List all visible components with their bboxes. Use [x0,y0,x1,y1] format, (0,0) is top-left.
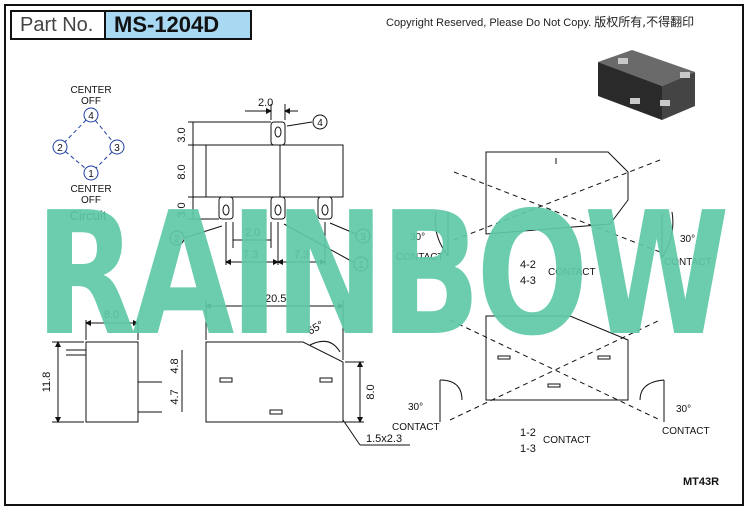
dim-front-height: 8.0 [365,384,377,399]
circuit-node-4-label: 4 [88,111,94,122]
circuit-node-3 [109,139,125,155]
top-view-labels: 2.0 3.0 8.0 3.0 2.0 7.3 7.3 4 2 3 1 [174,97,366,271]
dim-side-height: 11.8 [41,372,53,393]
contact-top-left-angle: 30° [410,232,425,243]
side-view-labels: 8.0 11.8 4.8 4.7 [41,309,181,405]
circuit-bottom-sub: OFF [81,195,101,206]
circuit-top-sub: OFF [81,96,101,107]
circuit-node-2 [52,139,68,155]
copyright-notice: Copyright Reserved, Please Do Not Copy. … [386,13,694,30]
contact-diagram-bottom [439,315,665,422]
dim-8-0: 8.0 [176,164,188,179]
contact-top-right-label: CONTACT [664,257,712,268]
contact-bottom-labels: 30° CONTACT 30° CONTACT 1-2 1-3 CONTACT [392,402,710,455]
contact-top-pair-label: CONTACT [548,267,596,278]
part-number-value: MS-1204D [104,12,250,38]
contact-bottom-left-label: CONTACT [392,422,440,433]
dim-7-3-left: 7.3 [243,249,258,261]
watermark-text: RAINBOW [35,176,726,374]
dim-top-2-0: 2.0 [258,97,273,109]
dim-4-8: 4.8 [169,358,181,373]
product-3d-image [598,50,695,120]
contact-top-pair-b: 4-3 [520,275,536,287]
callout-4: 4 [317,118,323,129]
circuit-bottom-label: CENTER [70,184,111,195]
part-number-box: Part No. MS-1204D [10,10,252,40]
dim-7-3-right: 7.3 [294,249,309,261]
contact-top-right-angle: 30° [680,234,695,245]
model-code: MT43R [683,476,720,488]
circuit-top-label: CENTER [70,85,111,96]
dim-front-slot: 1.5x2.3 [366,433,402,445]
sheet-border [4,4,744,506]
top-view [169,104,371,272]
circuit-node-4 [83,107,99,123]
contact-bottom-pair-a: 1-2 [520,427,536,439]
copyright-chinese: 版权所有,不得翻印 [594,15,695,29]
front-view [205,300,410,446]
side-view [52,320,183,423]
contact-top-left-label: CONTACT [396,252,444,263]
dim-3-0-a: 3.0 [176,127,188,142]
circuit-node-1-label: 1 [88,169,94,180]
circuit-node-3-label: 3 [114,143,120,154]
dim-4-7: 4.7 [169,389,181,404]
callout-3: 3 [360,232,366,243]
dim-bottom-2-0: 2.0 [245,227,260,239]
contact-bottom-left-angle: 30° [408,402,423,413]
contact-diagram-top [434,151,674,259]
dim-side-width: 8.0 [104,309,119,321]
dim-3-0-b: 3.0 [176,202,188,217]
circuit-node-1 [83,165,99,181]
contact-bottom-right-label: CONTACT [662,426,710,437]
dim-front-length: 20.5 [265,293,286,305]
circuit-diagram: 4 2 3 1 CENTER OFF CENTER OFF Circuit [52,85,125,223]
contact-bottom-pair-label: CONTACT [543,435,591,446]
part-number-label: Part No. [12,12,104,38]
contact-top-labels: 30° CONTACT 30° CONTACT 4-2 4-3 CONTACT [396,232,712,287]
circuit-title: Circuit [70,208,107,223]
callout-1: 1 [358,260,364,271]
callout-2: 2 [174,234,180,245]
contact-bottom-right-angle: 30° [676,404,691,415]
contact-bottom-pair-b: 1-3 [520,443,536,455]
copyright-english: Copyright Reserved, Please Do Not Copy. [386,17,592,29]
contact-top-pair-a: 4-2 [520,259,536,271]
front-view-labels: 20.5 65° 8.0 1.5x2.3 [265,293,402,445]
circuit-node-2-label: 2 [57,143,63,154]
